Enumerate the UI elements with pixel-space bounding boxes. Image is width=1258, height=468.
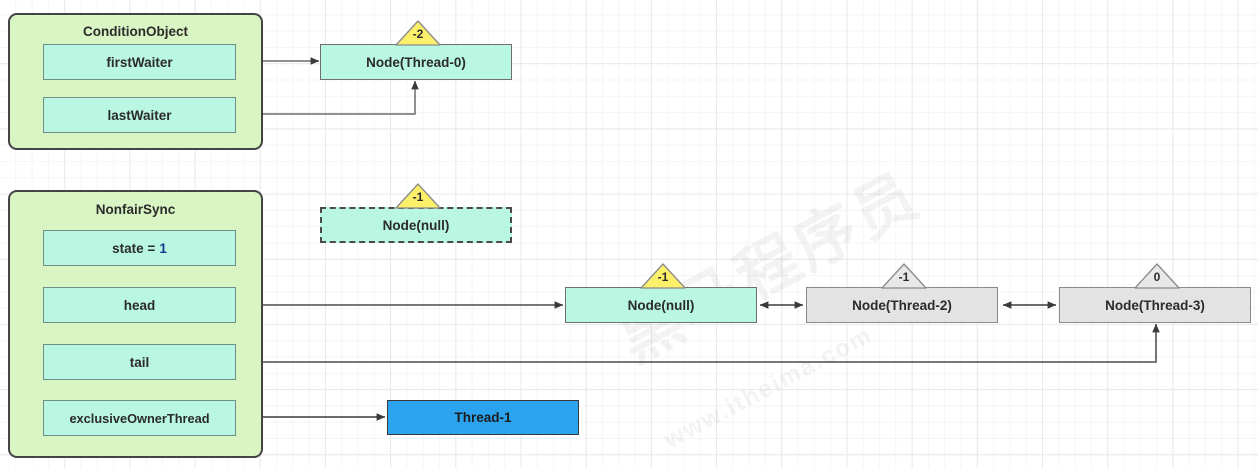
field-tail-label: tail	[129, 354, 150, 370]
field-last-waiter-label: lastWaiter	[107, 107, 172, 123]
node-thread-3[interactable]: Node(Thread-3)	[1059, 287, 1251, 323]
waitstatus-value-node-thread-0: -2	[412, 27, 424, 41]
node-thread-2-label: Node(Thread-2)	[852, 297, 952, 313]
node-null-orphan[interactable]: Node(null)	[320, 207, 512, 243]
triangle-icon	[395, 20, 441, 46]
field-last-waiter[interactable]: lastWaiter	[43, 97, 236, 133]
watermark-secondary: www.itheima.com	[660, 321, 878, 454]
node-null-head[interactable]: Node(null)	[565, 287, 757, 323]
thread-1-box[interactable]: Thread-1	[387, 400, 579, 435]
watermark-primary: 黑马程序员	[607, 160, 932, 376]
group-title-condition-object: ConditionObject	[83, 24, 188, 39]
field-head[interactable]: head	[43, 287, 236, 323]
waitstatus-value-node-thread-3: 0	[1153, 270, 1161, 284]
waitstatus-value-node-null-head: -1	[657, 270, 669, 284]
waitstatus-value-node-thread-2: -1	[898, 270, 910, 284]
node-null-orphan-label: Node(null)	[382, 217, 450, 233]
triangle-icon	[640, 263, 686, 289]
node-thread-2[interactable]: Node(Thread-2)	[806, 287, 998, 323]
triangle-icon	[881, 263, 927, 289]
node-thread-0[interactable]: Node(Thread-0)	[320, 44, 512, 80]
field-exclusive-owner-thread[interactable]: exclusiveOwnerThread	[43, 400, 236, 436]
node-thread-0-label: Node(Thread-0)	[366, 54, 466, 70]
triangle-icon	[1134, 263, 1180, 289]
triangle-icon	[395, 183, 441, 209]
waitstatus-value-node-null-orphan: -1	[412, 190, 424, 204]
field-tail[interactable]: tail	[43, 344, 236, 380]
field-exclusive-owner-thread-label: exclusiveOwnerThread	[69, 410, 210, 426]
field-head-label: head	[123, 297, 156, 313]
thread-1-label: Thread-1	[454, 410, 512, 425]
node-thread-3-label: Node(Thread-3)	[1105, 297, 1205, 313]
field-state-value: 1	[159, 240, 167, 256]
group-title-nonfair-sync: NonfairSync	[95, 202, 176, 217]
field-state-label: state =	[112, 240, 156, 256]
field-first-waiter-label: firstWaiter	[106, 54, 173, 70]
edge-node-thread-3-to-tail	[238, 323, 1160, 366]
field-first-waiter[interactable]: firstWaiter	[43, 44, 236, 80]
field-state[interactable]: state = 1	[43, 230, 236, 266]
node-null-head-label: Node(null)	[627, 297, 695, 313]
